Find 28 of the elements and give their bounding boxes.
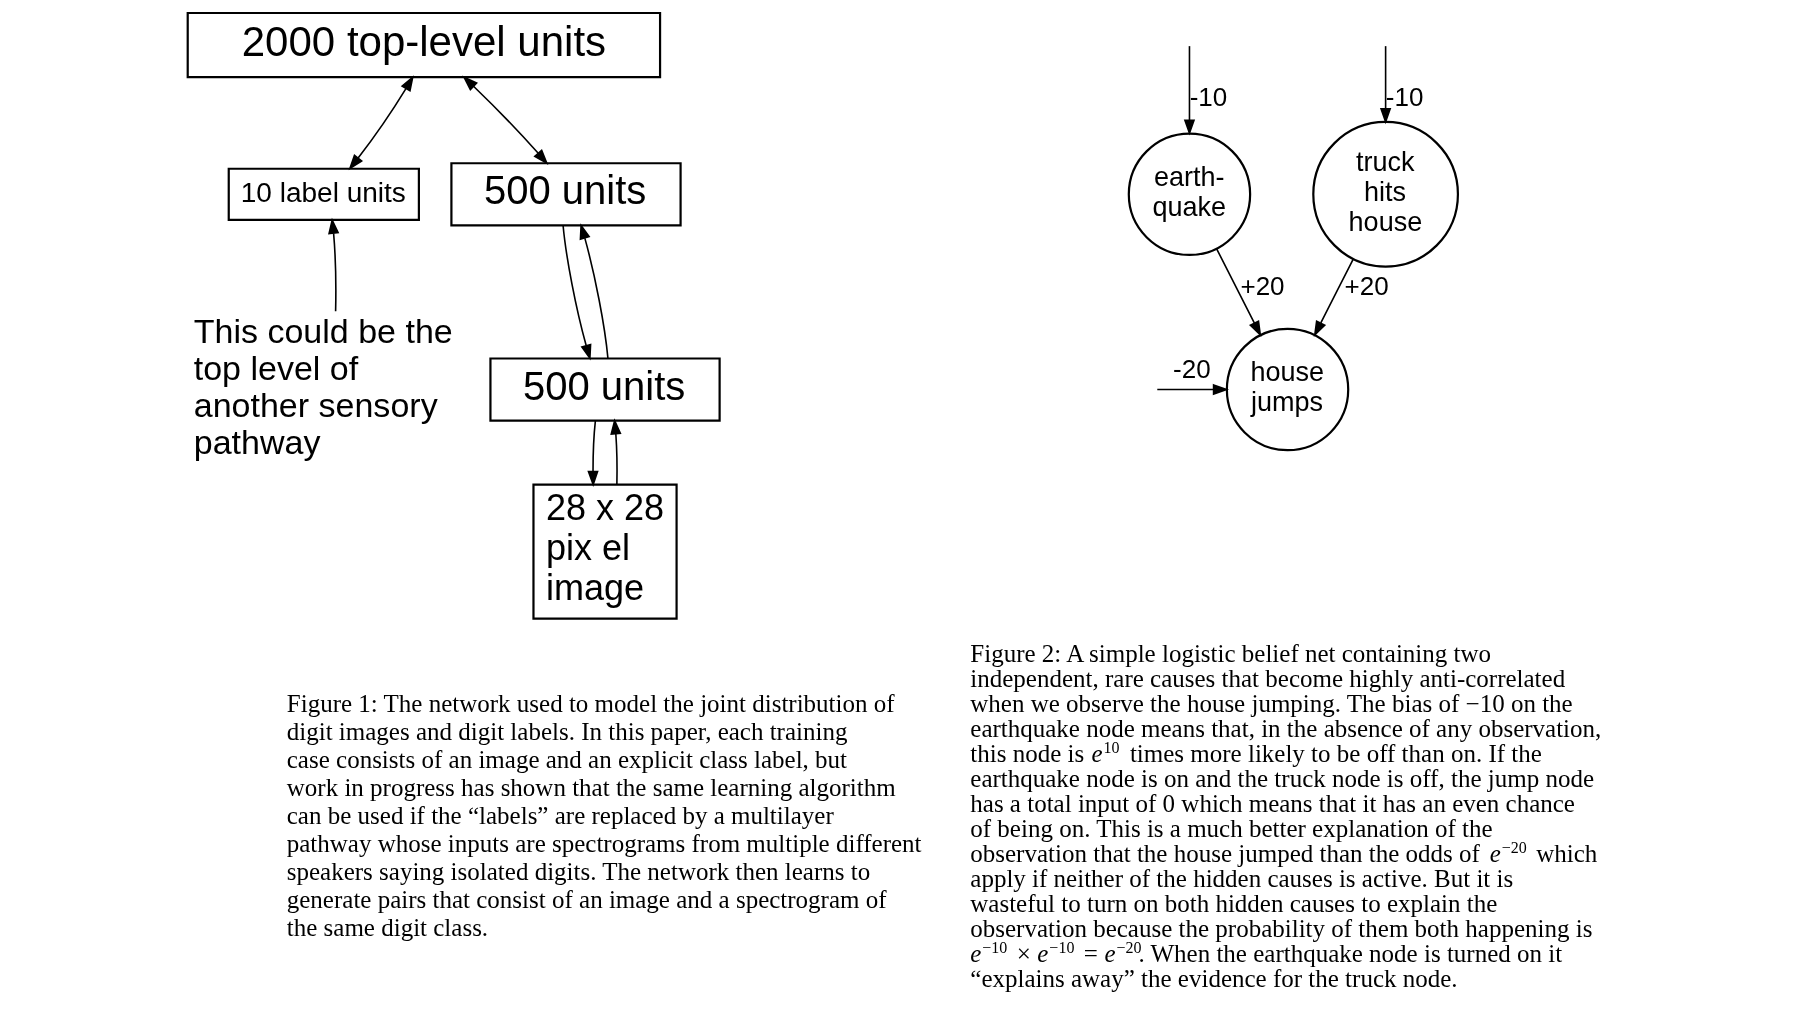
arrow (579, 222, 609, 359)
label: Figure 2: A simple logistic belief net containing two independent, rare causes that become highly anti-correlated when we observe the house jumping. The bias of −10 on the earthquake node means that, in the absence of any observation, this node is e$^{10}$ times more likely to be off than on. If the earthquake node is on and the truck node is off, the jump node has a total input of 0 which means that it has an even chance of being on. This is a much better explanation of the observation that the house jumped than the odds of e$^{−20}$ which apply if neither of the hidden causes is active. But it is wasteful to turn on both hidden causes to explain the observation because the probability of them both happening is e$^{−10}$ × e$^{−10}$ = e$^{−20}$. When the earthquake node is turned on it “explains away” the evidence for the truck node. (970, 639, 1602, 992)
edge-label: +20 (1344, 270, 1389, 301)
arrow (587, 419, 599, 487)
edge-label: -20 (1173, 353, 1211, 384)
node-circle: earth- quake (1127, 132, 1252, 256)
node-circle: house jumps (1225, 327, 1350, 451)
arrow (1183, 44, 1196, 136)
arrow (462, 75, 549, 165)
edge-label: -10 (1189, 81, 1228, 112)
edge-label: -10 (1385, 81, 1424, 112)
node-box: 28 x 28 pix el image (532, 483, 678, 620)
node-box: 500 units (489, 356, 721, 422)
label: Figure 1: The network used to model the joint distribution of digit images and digit labels. In this paper, each training case consists of an image and an explicit class label, but work in progress has shown that the same learning algorithm can be used if the “labels” are replaced by a multilayer pathway whose inputs are spectrograms from multiple different speakers saying isolated digits. The network then learns to generate pairs that consist of an image and a spectrogram of the same digit class. (286, 689, 922, 941)
arrow (1156, 383, 1230, 395)
node-box: 500 units (450, 161, 682, 226)
arrow (348, 74, 414, 170)
arrow (1313, 257, 1355, 337)
node-circle: truck hits house (1312, 120, 1459, 268)
node-box: 10 label units (227, 167, 420, 221)
edge-label: +20 (1240, 270, 1285, 301)
node-box: 2000 top-level units (186, 11, 662, 78)
arrow (610, 417, 622, 485)
arrow (1379, 44, 1392, 124)
arrow (1215, 247, 1262, 337)
node-text: This could be the top level of another sensory pathway (193, 311, 453, 461)
arrow (562, 224, 592, 361)
arrow (328, 217, 340, 312)
